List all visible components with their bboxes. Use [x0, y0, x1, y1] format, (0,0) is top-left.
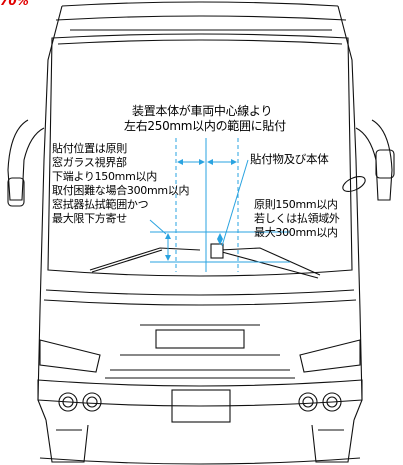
center-note-line-2: 左右250mm以内の範囲に貼付: [124, 119, 286, 133]
center-note-line-1: 装置本体が車両中心線より: [132, 104, 273, 118]
left-note: 貼付位置は原則 窓ガラス視界部 下端より150mm以内 取付困難な場合300mm…: [52, 142, 190, 226]
corner-label: 70%: [0, 0, 29, 8]
left-mirror: [7, 119, 45, 201]
left-note-line-3: 下端より150mm以内: [52, 170, 157, 183]
right-note-line-2: 若しくは払領域外: [254, 212, 340, 225]
left-note-line-4: 取付困難な場合300mm以内: [52, 184, 190, 197]
right-mirror: [355, 119, 393, 201]
right-note: 原則150mm以内 若しくは払領域外 最大300mm以内: [254, 198, 340, 240]
center-note: 装置本体が車両中心線より 左右250mm以内の範囲に貼付: [124, 104, 286, 134]
right-note-line-1: 原則150mm以内: [254, 198, 338, 211]
windshield: [47, 33, 353, 277]
left-note-line-2: 窓ガラス視界部: [52, 156, 127, 169]
roof-line: [61, 1, 339, 7]
left-note-line-5: 窓拭器払拭範囲かつ: [52, 198, 149, 211]
sticker-note: 貼付物及び本体: [250, 152, 329, 166]
right-note-line-3: 最大300mm以内: [254, 226, 338, 239]
left-note-line-1: 貼付位置は原則: [52, 142, 127, 155]
left-note-line-6: 最大限下方寄せ: [52, 212, 127, 225]
